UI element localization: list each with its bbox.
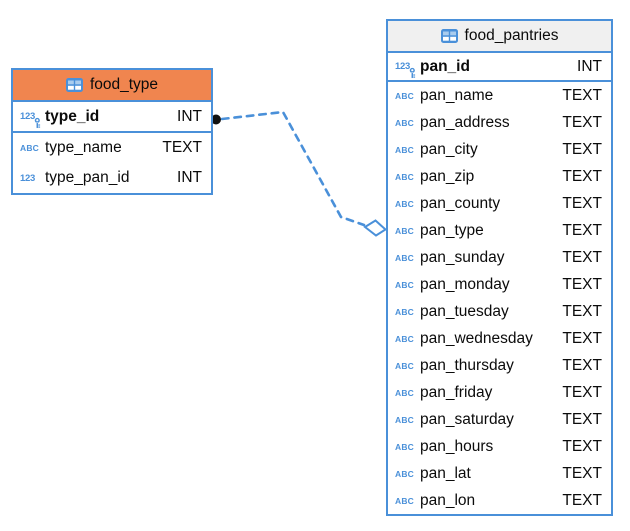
number-type-icon: 123 (20, 172, 35, 184)
column-type: TEXT (562, 86, 602, 104)
column-row-type-pan-id[interactable]: 123 type_pan_id INT (13, 163, 211, 193)
relationship-diamond-endpoint (363, 219, 388, 237)
text-type-icon: ABC (395, 306, 415, 317)
column-name: pan_saturday (420, 410, 514, 428)
column-row-pan-hours[interactable]: ABC pan_hours TEXT (388, 433, 611, 460)
column-name: type_id (45, 107, 100, 125)
text-type-icon: ABC (395, 495, 415, 506)
text-type-icon: ABC (395, 117, 415, 128)
column-name: pan_id (420, 57, 470, 75)
column-name: pan_type (420, 221, 484, 239)
text-type-icon: ABC (395, 279, 415, 290)
table-name: food_type (89, 76, 159, 93)
relationship-dashed-line[interactable] (220, 110, 366, 227)
column-type: INT (177, 169, 202, 186)
number-key-icon: 123 (20, 111, 45, 129)
column-type: TEXT (562, 275, 602, 293)
text-type-icon: ABC (395, 414, 415, 425)
column-type: INT (577, 57, 602, 75)
text-type-icon: ABC (395, 171, 415, 182)
column-name: pan_tuesday (420, 302, 509, 320)
column-name: type_name (45, 139, 122, 156)
column-row-pan-lon[interactable]: ABC pan_lon TEXT (388, 487, 611, 514)
column-type: TEXT (562, 383, 602, 401)
column-name: pan_monday (420, 275, 510, 293)
text-type-icon: ABC (395, 90, 415, 101)
column-name: pan_friday (420, 383, 493, 401)
column-type: TEXT (562, 302, 602, 320)
column-row-type-name[interactable]: ABC type_name TEXT (13, 133, 211, 163)
text-type-icon: ABC (20, 143, 40, 153)
column-type: TEXT (562, 167, 602, 185)
table-food-pantries[interactable]: food_pantries 123 pan_id INT ABC (386, 19, 613, 516)
column-type: TEXT (562, 464, 602, 482)
text-type-icon: ABC (395, 144, 415, 155)
column-row-pan-type[interactable]: ABC pan_type TEXT (388, 217, 611, 244)
text-type-icon: ABC (395, 225, 415, 236)
text-type-icon: ABC (395, 252, 415, 263)
column-type: TEXT (562, 491, 602, 509)
text-type-icon: ABC (395, 441, 415, 452)
column-row-pan-id[interactable]: 123 pan_id INT (388, 53, 611, 82)
column-name: pan_lon (420, 491, 476, 509)
column-type: TEXT (562, 248, 602, 266)
column-name: pan_lat (420, 464, 471, 482)
column-name: pan_city (420, 140, 478, 158)
column-name: type_pan_id (45, 169, 130, 186)
column-name: pan_county (420, 194, 501, 212)
column-row-pan-tuesday[interactable]: ABC pan_tuesday TEXT (388, 298, 611, 325)
column-type: TEXT (562, 437, 602, 455)
column-row-pan-lat[interactable]: ABC pan_lat TEXT (388, 460, 611, 487)
text-type-icon: ABC (395, 198, 415, 209)
column-row-pan-thursday[interactable]: ABC pan_thursday TEXT (388, 352, 611, 379)
table-icon (65, 78, 83, 92)
column-row-pan-friday[interactable]: ABC pan_friday TEXT (388, 379, 611, 406)
column-name: pan_sunday (420, 248, 505, 266)
table-header-food-pantries[interactable]: food_pantries (388, 21, 611, 53)
table-icon (440, 29, 458, 43)
column-type: TEXT (562, 140, 602, 158)
table-header-food-type[interactable]: food_type (13, 70, 211, 102)
table-name: food_pantries (464, 27, 559, 44)
column-row-pan-zip[interactable]: ABC pan_zip TEXT (388, 163, 611, 190)
column-type: TEXT (562, 329, 602, 347)
text-type-icon: ABC (395, 468, 415, 479)
column-row-pan-wednesday[interactable]: ABC pan_wednesday TEXT (388, 325, 611, 352)
table-food-type[interactable]: food_type 123 type_id INT (11, 68, 213, 195)
column-row-pan-county[interactable]: ABC pan_county TEXT (388, 190, 611, 217)
text-type-icon: ABC (395, 333, 415, 344)
column-name: pan_address (420, 113, 510, 131)
column-row-pan-city[interactable]: ABC pan_city TEXT (388, 136, 611, 163)
column-type: INT (177, 107, 202, 125)
number-key-icon: 123 (395, 61, 420, 79)
text-type-icon: ABC (395, 360, 415, 371)
column-type: TEXT (562, 113, 602, 131)
column-row-pan-sunday[interactable]: ABC pan_sunday TEXT (388, 244, 611, 271)
column-name: pan_wednesday (420, 329, 533, 347)
text-type-icon: ABC (395, 387, 415, 398)
column-name: pan_thursday (420, 356, 514, 374)
column-type: TEXT (562, 194, 602, 212)
column-row-pan-name[interactable]: ABC pan_name TEXT (388, 82, 611, 109)
column-type: TEXT (562, 221, 602, 239)
column-row-pan-address[interactable]: ABC pan_address TEXT (388, 109, 611, 136)
column-name: pan_name (420, 86, 494, 104)
column-type: TEXT (562, 410, 602, 428)
column-name: pan_zip (420, 167, 475, 185)
column-row-pan-monday[interactable]: ABC pan_monday TEXT (388, 271, 611, 298)
column-type: TEXT (562, 356, 602, 374)
column-type: TEXT (162, 139, 202, 156)
column-row-pan-saturday[interactable]: ABC pan_saturday TEXT (388, 406, 611, 433)
column-row-type-id[interactable]: 123 type_id INT (13, 102, 211, 133)
column-name: pan_hours (420, 437, 494, 455)
